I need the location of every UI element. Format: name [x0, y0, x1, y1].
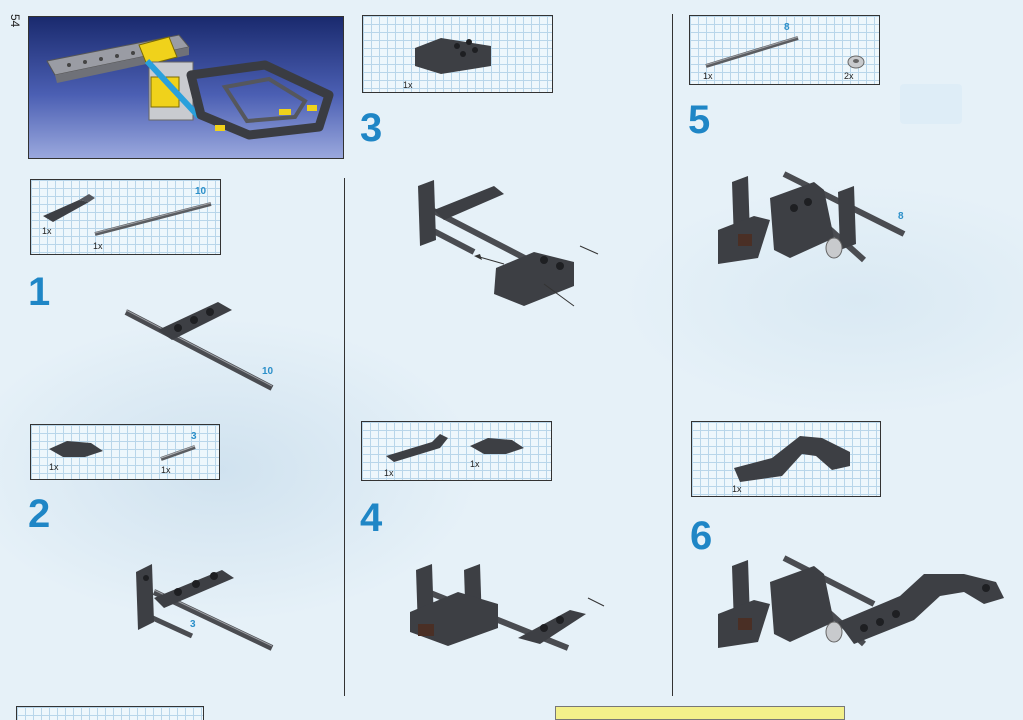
step-4-assembly: [410, 564, 605, 651]
bush-part-icon: [847, 55, 865, 69]
step-number: 4: [360, 496, 383, 540]
axle-length-label: 3: [191, 431, 197, 442]
liftarm-part-icon: [43, 194, 95, 222]
step-number: 3: [360, 106, 383, 150]
bent-liftarm-part-icon: [734, 436, 850, 482]
step-number: 2: [28, 492, 51, 536]
part-qty: 1x: [161, 465, 171, 475]
step-5-parts-box: 1x 2x 8: [689, 15, 880, 85]
step-1-parts-box: 1x 1x 10: [30, 179, 221, 255]
part-qty: 1x: [403, 80, 413, 90]
part-qty: 2x: [844, 71, 854, 81]
axle-length-label: 8: [784, 22, 790, 33]
bent-liftarm-part-icon: [470, 438, 524, 454]
connector-brick-part-icon: [415, 38, 491, 74]
part-qty: 1x: [384, 468, 394, 478]
step-number: 5: [688, 98, 711, 142]
part-qty: 1x: [732, 484, 742, 494]
part-qty: 1x: [49, 462, 59, 472]
axle-part-icon: [705, 36, 799, 68]
step-5-assembly: [718, 171, 906, 264]
step-1-assembly: [124, 302, 274, 391]
step-number: 6: [690, 514, 713, 558]
step-2-parts-box: 1x 1x 3: [30, 424, 220, 480]
part-qty: 1x: [93, 241, 103, 251]
short-axle-part-icon: [160, 445, 196, 461]
part-qty: 1x: [470, 459, 480, 469]
next-page-parts-box: [16, 706, 204, 720]
assembly-length-callout: 3: [190, 619, 196, 630]
axle-length-label: 10: [195, 186, 207, 197]
part-qty: 1x: [703, 71, 713, 81]
step-6-assembly: [718, 555, 1004, 648]
step-2-assembly: [136, 564, 274, 651]
assembly-length-callout: 10: [262, 366, 274, 377]
step-6-parts-box: 1x: [691, 421, 881, 497]
liftarm-part-icon: [386, 434, 448, 462]
model-preview-image: [28, 16, 344, 159]
bent-liftarm-part-icon: [49, 441, 103, 457]
faded-icon: [900, 84, 962, 124]
column-divider-left: [344, 178, 345, 696]
step-number: 1: [28, 270, 51, 314]
page-number: 54: [8, 14, 22, 28]
step-3-assembly: [418, 180, 599, 307]
part-qty: 1x: [42, 226, 52, 236]
step-3-parts-box: 1x: [362, 15, 553, 93]
axle-part-icon: [94, 202, 212, 236]
step-4-parts-box: 1x 1x: [361, 421, 552, 481]
assembly-length-callout: 8: [898, 211, 904, 222]
model-illustration: [46, 34, 334, 140]
column-divider-right: [672, 14, 673, 696]
